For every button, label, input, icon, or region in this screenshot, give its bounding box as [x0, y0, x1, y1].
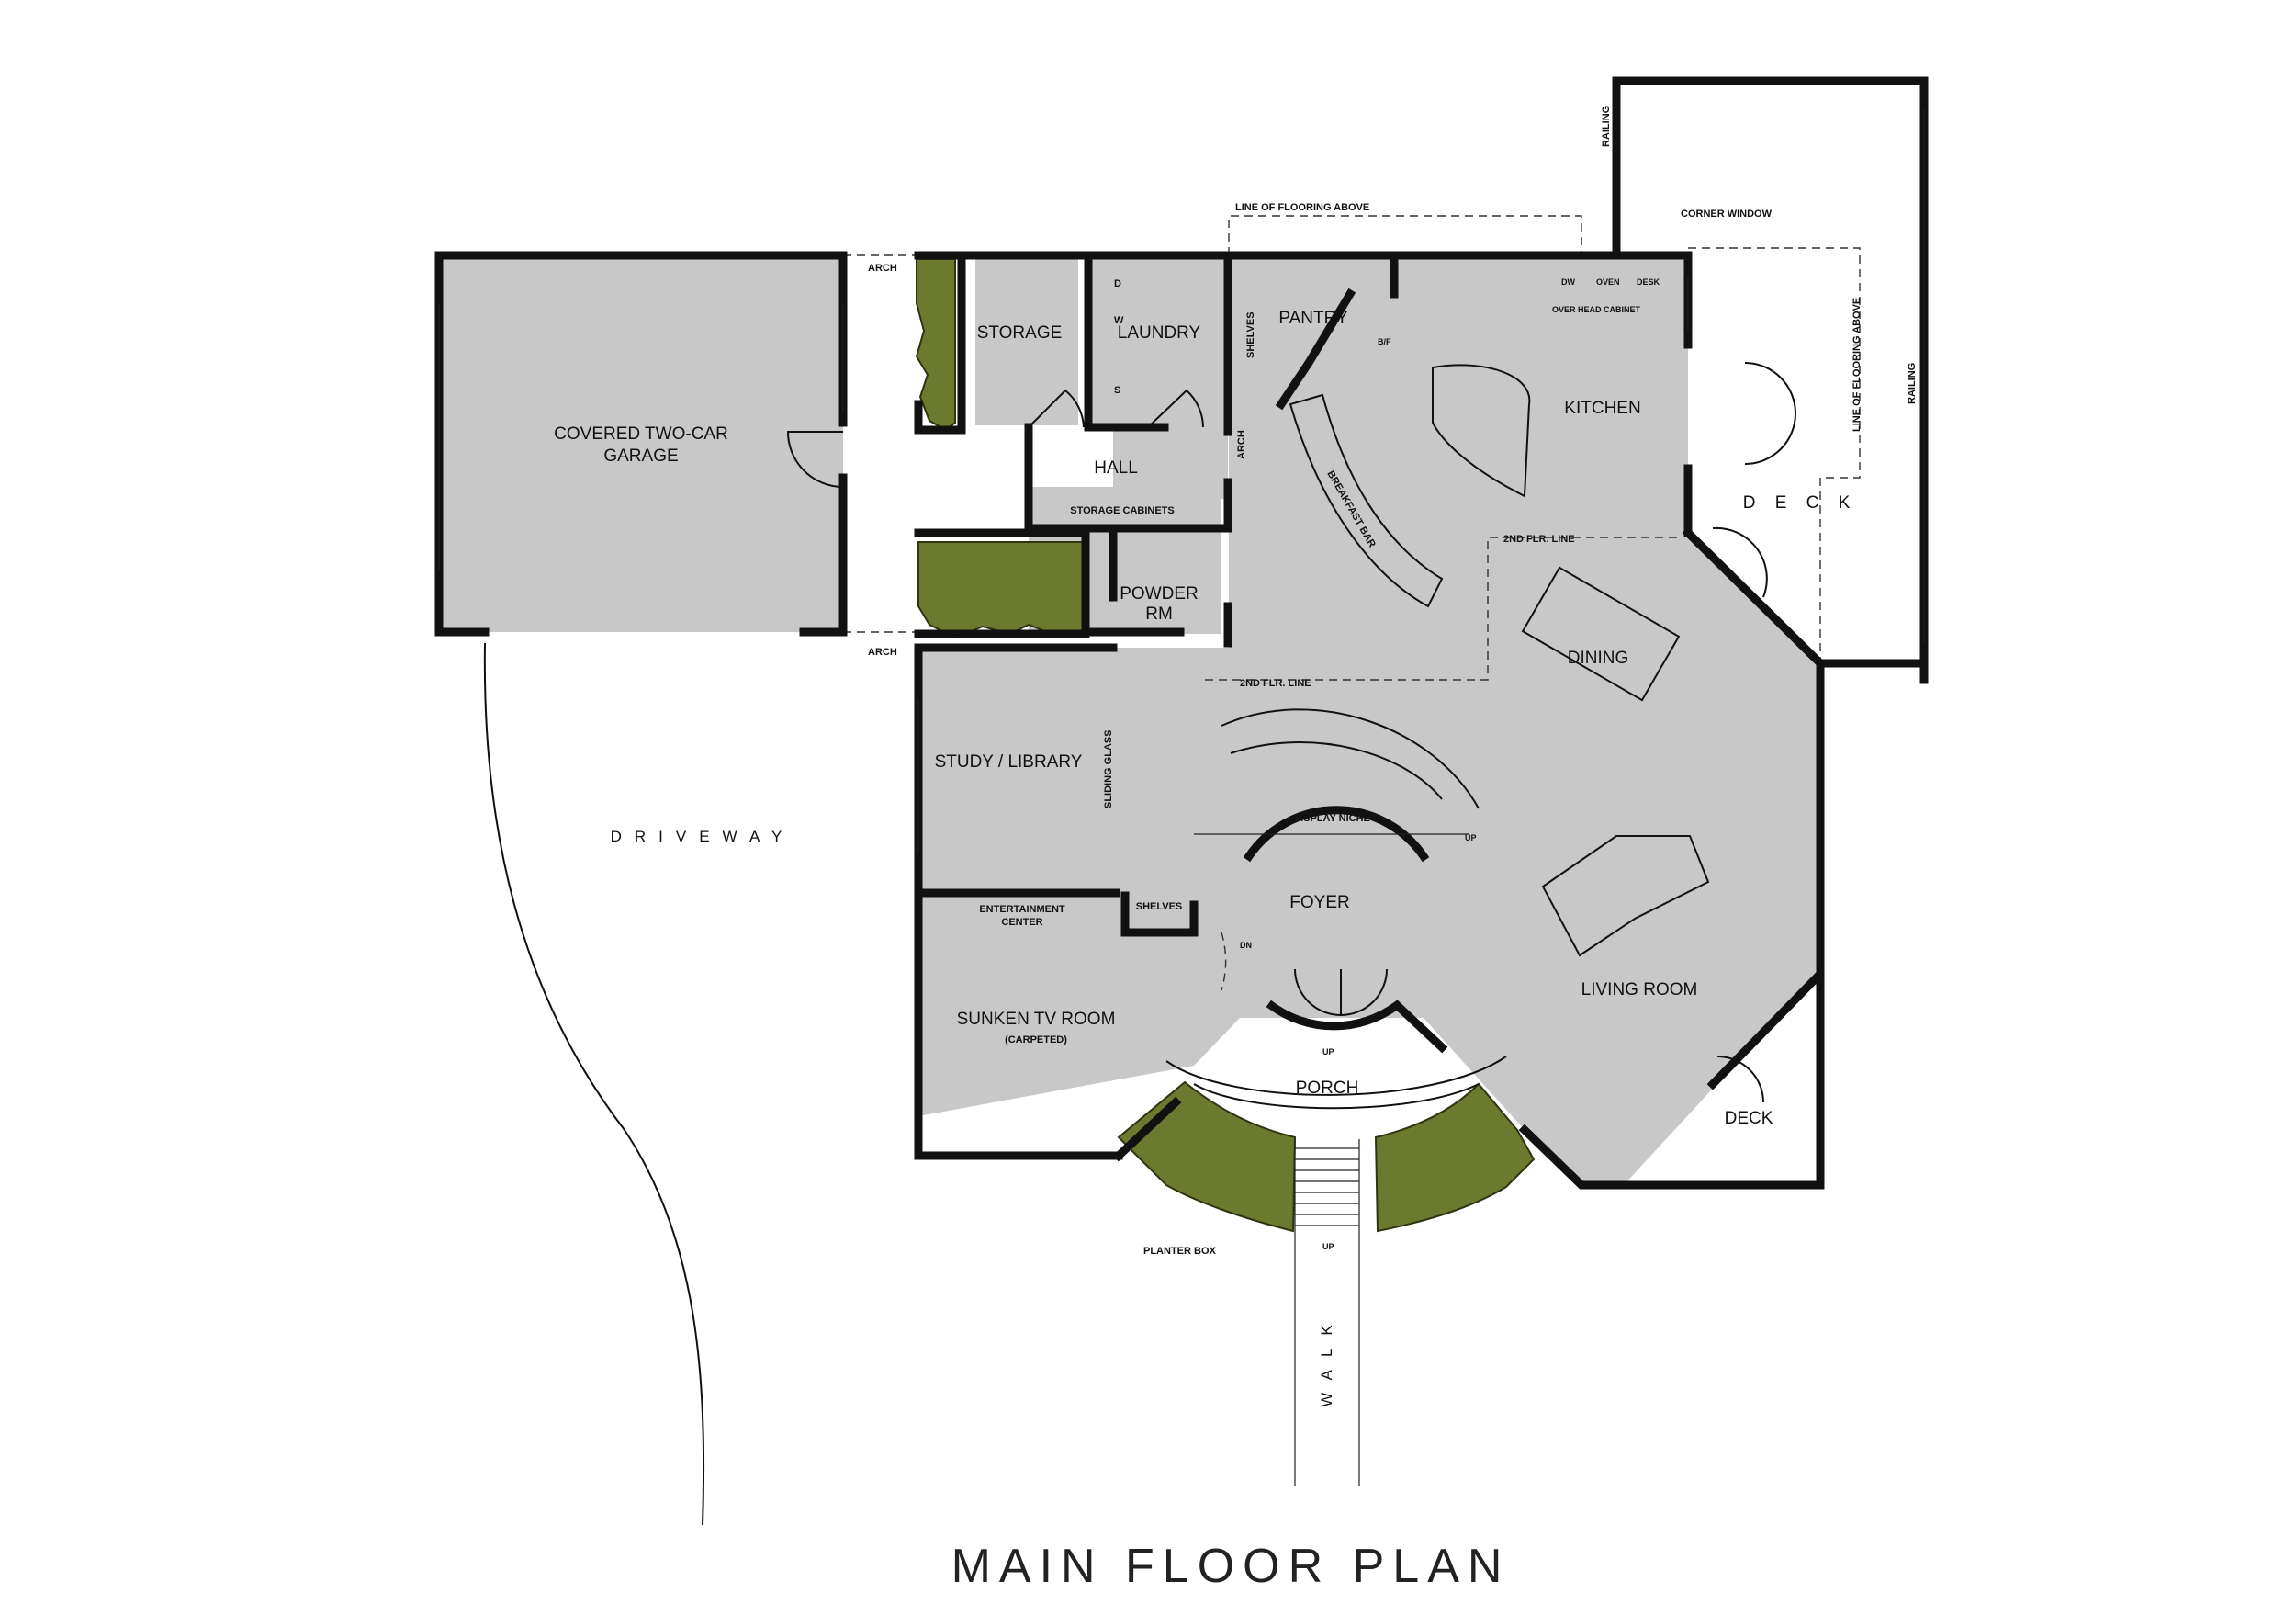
dw-label: DW	[1561, 277, 1575, 287]
porch-label: PORCH	[1296, 1079, 1359, 1098]
oven-label: OVEN	[1596, 277, 1620, 287]
dashed-lines	[843, 215, 1861, 991]
tv-room-label: SUNKEN TV ROOM	[957, 1010, 1116, 1029]
storage-label: STORAGE	[977, 323, 1063, 343]
up-foyer-label: UP	[1322, 1047, 1334, 1056]
foyer-label: FOYER	[1289, 893, 1349, 912]
dryer-label: D	[1114, 278, 1121, 289]
railing-top-label: RAILING	[1601, 106, 1612, 147]
garage-label-line2: GARAGE	[603, 446, 678, 466]
powder-label-line2: RM	[1145, 604, 1173, 624]
tv-room-note: (CARPETED)	[1005, 1034, 1067, 1045]
bf-label: B/F	[1378, 337, 1391, 346]
second-flr-top-label: 2ND FLR. LINE	[1503, 534, 1575, 545]
arch-hall-label: ARCH	[1236, 430, 1247, 459]
walk-label: WALK	[1318, 1312, 1335, 1407]
display-niche-label: DISPLAY NICHE	[1293, 813, 1370, 824]
annotations: ARCH ARCH ARCH SHELVES SHELVES STORAGE C…	[868, 106, 1918, 1257]
sliding-glass-label: SLIDING GLASS	[1103, 729, 1114, 808]
doors	[786, 362, 1796, 1103]
dn-label: DN	[1240, 941, 1252, 950]
laundry-label: LAUNDRY	[1118, 323, 1201, 343]
over-head-label: OVER HEAD CABINET	[1552, 305, 1641, 314]
railing-right-label: RAILING	[1907, 363, 1918, 404]
arch-bottom-label: ARCH	[868, 647, 897, 658]
shelves-pantry-label: SHELVES	[1245, 311, 1256, 358]
corner-window-label: CORNER WINDOW	[1681, 209, 1773, 220]
entertainment-line1: ENTERTAINMENT	[979, 904, 1065, 915]
second-flr-mid-label: 2ND FLR. LINE	[1240, 678, 1311, 689]
washer-label: W	[1114, 315, 1124, 326]
line-flooring-right-label: LINE OF FLOORING ABOVE	[1851, 298, 1863, 432]
powder-label-line1: POWDER	[1120, 584, 1199, 604]
entertainment-label: ENTERTAINMENT CENTER	[979, 904, 1065, 928]
study-label: STUDY / LIBRARY	[935, 752, 1083, 772]
planter-box-label: PLANTER BOX	[1143, 1246, 1217, 1257]
shelves-foyer-label: SHELVES	[1136, 901, 1183, 912]
detail-lines	[438, 110, 1925, 1526]
planter-mid-left	[917, 541, 1086, 639]
hall-label: HALL	[1094, 458, 1138, 478]
deck-small-label: DECK	[1725, 1109, 1773, 1128]
site-labels: DRIVEWAY WALK	[611, 828, 1335, 1407]
planter-box-right	[1374, 1082, 1536, 1233]
sink-label: S	[1114, 385, 1120, 396]
porch-steps	[1295, 1147, 1359, 1226]
dining-label: DINING	[1568, 649, 1629, 668]
kitchen-label: KITCHEN	[1564, 399, 1640, 418]
up-stairs-label: UP	[1465, 833, 1477, 842]
walls	[434, 76, 1929, 1190]
planter-upper-left	[915, 258, 956, 432]
driveway-label: DRIVEWAY	[611, 828, 795, 845]
floor-fills	[439, 255, 1818, 1185]
garage-label-line1: COVERED TWO-CAR	[554, 424, 728, 444]
deck-large-label: D E C K	[1743, 493, 1858, 513]
storage-cabinets-label: STORAGE CABINETS	[1070, 505, 1174, 516]
arch-top-label: ARCH	[868, 263, 897, 274]
pantry-label: PANTRY	[1278, 309, 1348, 328]
desk-label: DESK	[1637, 277, 1660, 287]
entertainment-line2: CENTER	[1001, 917, 1042, 928]
line-flooring-top-label: LINE OF FLOORING ABOVE	[1235, 202, 1369, 213]
plan-title: MAIN FLOOR PLAN	[951, 1540, 1511, 1593]
living-label: LIVING ROOM	[1581, 980, 1698, 1000]
up-walk-label: UP	[1322, 1242, 1334, 1251]
